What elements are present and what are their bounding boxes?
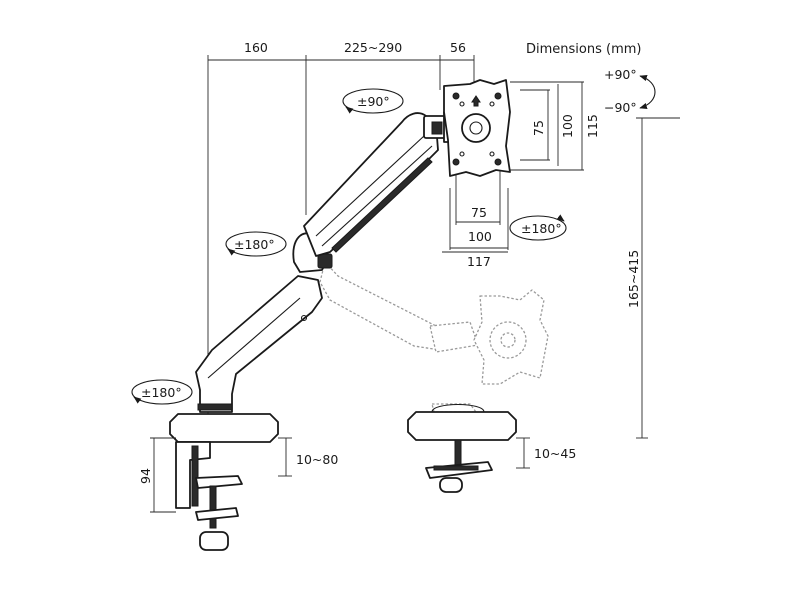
upper-arm bbox=[303, 112, 439, 257]
dim-label-vesa-100-horizontal: 100 bbox=[468, 229, 492, 244]
dim-label-165-415: 165~415 bbox=[626, 250, 641, 308]
dim-label-94: 94 bbox=[138, 468, 153, 484]
tilt-up-label: +90° bbox=[604, 67, 637, 82]
dim-label-160: 160 bbox=[244, 40, 268, 55]
dim-label-vesa-100-vertical: 100 bbox=[560, 114, 575, 138]
grommet-base bbox=[407, 404, 517, 493]
tilt-arrow-icon bbox=[639, 75, 656, 109]
vesa-plate bbox=[443, 79, 511, 177]
diagram-title: Dimensions (mm) bbox=[526, 42, 641, 57]
rotation-label-head: ±90° bbox=[357, 94, 390, 109]
rotation-badge-head: ±90° bbox=[342, 88, 404, 114]
dim-label-vesa-75-vertical: 75 bbox=[531, 120, 546, 136]
dim-label-plate-115-vertical: 115 bbox=[585, 114, 600, 138]
rotation-badge-base: ±180° bbox=[131, 379, 193, 405]
dim-label-10-45: 10~45 bbox=[534, 446, 576, 461]
clamp-dimensions bbox=[150, 437, 292, 513]
height-dimension-line bbox=[636, 117, 680, 439]
vesa-dimension-lines bbox=[442, 81, 584, 253]
clamp-base bbox=[169, 413, 279, 551]
rotation-badge-plate: ±180° bbox=[509, 214, 567, 241]
dim-label-56: 56 bbox=[450, 40, 466, 55]
dim-label-plate-117-horizontal: 117 bbox=[467, 254, 491, 269]
lower-arm bbox=[195, 275, 323, 413]
dim-label-225-290: 225~290 bbox=[344, 40, 402, 55]
tilt-down-label: −90° bbox=[604, 100, 637, 115]
grommet-dimension bbox=[516, 437, 530, 469]
rotation-label-plate: ±180° bbox=[521, 221, 562, 236]
dim-label-vesa-75-horizontal: 75 bbox=[471, 205, 487, 220]
rotation-badge-elbow: ±180° bbox=[225, 231, 287, 257]
dim-label-10-80: 10~80 bbox=[296, 452, 338, 467]
ghost-arm-lowered bbox=[319, 261, 549, 413]
up-arrow-icon bbox=[471, 95, 481, 107]
rotation-label-base: ±180° bbox=[141, 385, 182, 400]
rotation-label-elbow: ±180° bbox=[234, 237, 275, 252]
